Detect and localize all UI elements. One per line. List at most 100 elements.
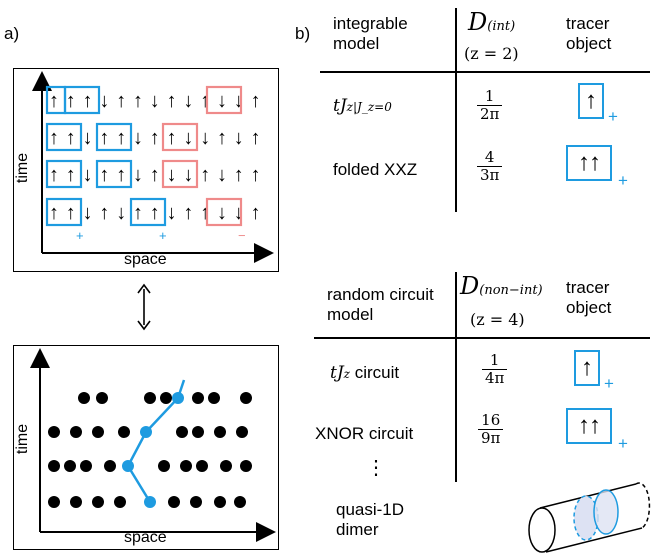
table1-row2-model: folded XXZ [333,160,418,179]
spin-arrow: ↑ [200,164,210,186]
spin-arrow: ↑ [251,90,261,112]
blue-box [45,122,83,152]
blue-box [95,122,133,152]
spin-arrow: ↑ [49,202,59,224]
spin-arrow: ↓ [234,202,244,224]
space-label: space [124,251,167,268]
table2-row2-model: XNOR circuit [315,424,414,443]
spin-arrow: ↓ [217,164,227,186]
panel-a-label: a) [4,24,20,43]
ellipsis: ⋮ [366,457,386,479]
tracer-path [122,379,186,508]
spin-arrow: ↓ [116,202,126,224]
red-box [205,197,243,227]
spin-arrow: ↓ [83,202,93,224]
spin-arrow: ↓ [83,164,93,186]
table2-z-value: (z = 4) [470,310,525,329]
spin-arrow: ↑ [66,127,76,149]
red-box [205,85,243,115]
spin-arrow: ↑ [49,90,59,112]
blue-box [129,197,167,227]
spin-chain-svg: ↑ ↑ ↑ ↓ ↑ ↑ ↓ ↑ ↓ ↑ ↓ ↓ ↑ ↑ ↑ ↓ ↑ ↑ ↓ ↑ ↑ ↓ ↓ ↑ ↓ ↑ ↑ ↑ ↓ ↑ ↑ ↓ ↑ ↓ ↓ ↑ ↓ ↑ ↑ ↑… [32,71,274,263]
table1-row1-model: tJz|J_z=0 [333,96,392,116]
table1-col2-header: D(int) [468,8,516,36]
blue-box [95,159,133,189]
table2-row1-model: tJz circuit [330,363,400,383]
spin-arrow: ↑ [150,164,160,186]
spin-arrow: ↑ [150,127,160,149]
table2-col1-header: random circuit model [327,285,434,324]
spin-arrow: ↑ [217,127,227,149]
spin-arrow: ↓ [183,127,193,149]
spin-arrow: ↓ [217,90,227,112]
table1-row2-tracer: ↑↑ + [566,145,628,190]
table2-hline [314,337,650,339]
spin-arrow: ↑ [66,90,76,112]
double-arrow-icon [137,283,151,331]
spin-arrow: ↑ [49,164,59,186]
blue-box [63,85,101,115]
spin-arrow: ↑ [133,90,143,112]
red-box [161,122,199,152]
spin-arrow: ↑ [66,202,76,224]
spin-arrow: ↓ [133,164,143,186]
table2-row1-tracer: ↑ + [574,350,614,393]
spin-arrow: ↑ [183,202,193,224]
spin-arrow: ↑ [251,202,261,224]
table2-col3-header: tracer object [566,278,612,317]
panel-b-label: b) [295,24,311,43]
spin-arrow: ↑ [116,164,126,186]
table1-col1-header: integrable model [333,14,408,53]
table1-z-value: (z = 2) [464,44,519,63]
spin-arrow: ↑ [66,164,76,186]
spin-arrow: ↓ [234,90,244,112]
space-label: space [124,529,167,546]
spin-arrow: ↓ [167,202,177,224]
spin-arrow: ↑ [234,164,244,186]
blue-box [45,197,83,227]
spin-arrow: ↑ [200,90,210,112]
row3-signs: + + − [76,228,246,243]
cylinder-icon [528,482,651,553]
spin-arrow: ↑ [200,202,210,224]
svg-text:+: + [159,228,167,243]
svg-text:+: + [76,228,84,243]
table2-col2-header: D(non−int) [460,272,543,300]
spin-arrow: ↓ [217,202,227,224]
time-label: time [14,152,32,184]
table2-row4-model: quasi-1D dimer [336,500,405,539]
spin-arrow: ↑ [99,202,109,224]
spin-arrow: ↑ [167,90,177,112]
spin-arrow: ↑ [99,164,109,186]
svg-text:−: − [238,228,246,243]
spin-arrow: ↓ [234,127,244,149]
spin-arrow: ↓ [200,127,210,149]
table1-hline [320,71,650,73]
spin-arrow: ↑ [251,127,261,149]
spin-arrow: ↑ [133,202,143,224]
spin-arrow: ↓ [167,164,177,186]
spin-arrow: ↓ [183,164,193,186]
spin-arrow: ↓ [99,90,109,112]
spin-arrow: ↑ [83,90,93,112]
spin-arrow: ↓ [183,90,193,112]
spin-arrow: ↑ [116,127,126,149]
spin-arrow: ↑ [116,90,126,112]
tracer-boxes [45,85,243,227]
dimer-plot: space time [13,345,279,550]
spin-rows: ↑ ↑ ↑ ↓ ↑ ↑ ↓ ↑ ↓ ↑ ↓ ↓ ↑ ↑ ↑ ↓ ↑ ↑ ↓ ↑ ↑ ↓ ↓ ↑ ↓ ↑ ↑ ↑ ↓ ↑ ↑ ↓ ↑ ↓ ↓ ↑ ↓ ↑ ↑ ↑… [49,90,261,224]
dimer-svg [30,348,276,542]
table2-row2-tracer: ↑↑ + [566,408,628,453]
spin-arrow: ↑ [49,127,59,149]
black-dots [48,392,252,508]
spin-arrow: ↑ [251,164,261,186]
time-label: time [14,423,32,455]
spin-chain-plot: ↑ ↑ ↑ ↓ ↑ ↑ ↓ ↑ ↓ ↑ ↓ ↓ ↑ ↑ ↑ ↓ ↑ ↑ ↓ ↑ ↑ ↓ ↓ ↑ ↓ ↑ ↑ ↑ ↓ ↑ ↑ ↓ ↑ ↓ ↓ ↑ ↓ ↑ ↑ ↑… [13,68,279,272]
table1-row1-tracer: ↑ + [578,83,618,126]
spin-arrow: ↓ [150,90,160,112]
table1-col3-header: tracer object [566,14,612,53]
